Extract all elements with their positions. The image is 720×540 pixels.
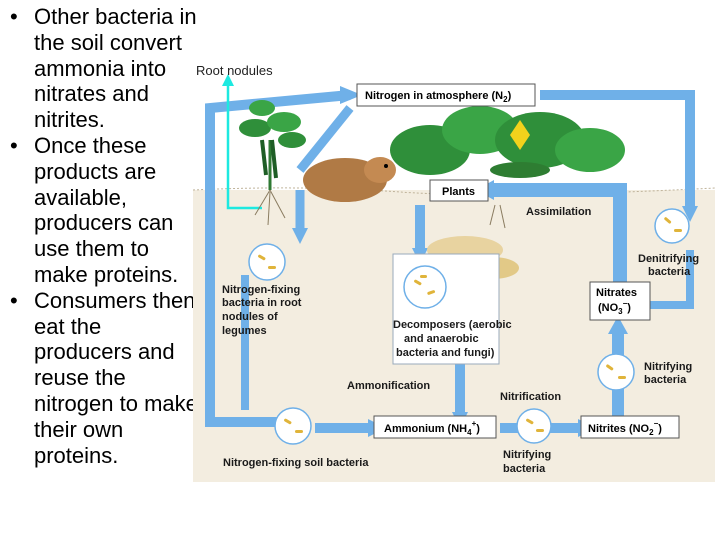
- nodule-bacteria-icon: [248, 243, 286, 281]
- nitrifying-lower-label-2: bacteria: [503, 463, 546, 475]
- soil-bacteria-icon: [274, 407, 312, 445]
- ammonium-label: Ammonium (NH: [384, 423, 467, 435]
- atmosphere-label: Nitrogen in atmosphere (N: [365, 90, 503, 102]
- denitrifying-label-2: bacteria: [648, 266, 691, 278]
- denitrifying-bacteria-icon: [654, 208, 690, 244]
- bullet-item: • Consumers then eat the producers and re…: [8, 288, 198, 469]
- nitrites-sup: −: [654, 419, 659, 428]
- atmosphere-end: ): [508, 90, 512, 102]
- bullet-item: • Other bacteria in the soil convert ammo…: [8, 4, 198, 133]
- svg-text:Nitrogen in atmosphere (N2): Nitrogen in atmosphere (N2): [365, 90, 512, 104]
- nfix-soil-label: Nitrogen-fixing soil bacteria: [223, 457, 369, 469]
- plants-box: [429, 179, 489, 202]
- plants-label: Plants: [442, 186, 475, 198]
- legume-plant-illustration: [239, 100, 306, 226]
- nitrates-sup: −: [623, 299, 628, 308]
- nitrites-label: Nitrites (NO: [588, 423, 650, 435]
- atmosphere-box: [356, 83, 536, 107]
- gopher-illustration: [303, 157, 396, 202]
- bullet-text: Consumers then eat the producers and reu…: [34, 287, 198, 468]
- nitrates-box: [589, 281, 651, 321]
- bullet-text: Once these products are available, produ…: [34, 132, 179, 287]
- nfix-root-label-2: bacteria in root: [222, 297, 302, 309]
- svg-text:(NO3−): (NO3−): [598, 299, 631, 316]
- nitrifying-label-1: Nitrifying: [644, 361, 692, 373]
- nitrogen-cycle-diagram: Nitrogen in atmosphere (N2) Plants Nitra…: [192, 63, 716, 482]
- highlight-arrow: [226, 82, 262, 210]
- root-nodules-label: Root nodules: [196, 63, 273, 78]
- decomposers-label-1: Decomposers (aerobic: [393, 319, 512, 331]
- denitrifying-label-1: Denitrifying: [638, 253, 699, 265]
- nitrifying-bacteria-icon: [597, 353, 635, 391]
- nitrates-label: Nitrates: [596, 287, 637, 299]
- nitrites-sub: 2: [649, 428, 654, 437]
- bullet-list: • Other bacteria in the soil convert ammo…: [8, 4, 198, 468]
- squash-plant-illustration: [390, 106, 625, 229]
- decomposer-bacteria-icon: [403, 265, 447, 309]
- nitrates-formula: (NO: [598, 302, 619, 314]
- nitrates-end: ): [627, 302, 631, 314]
- nfix-root-label-1: Nitrogen-fixing: [222, 284, 300, 296]
- decomposers-label-2: and anaerobic: [404, 333, 479, 345]
- nfix-root-label-3: nodules of: [222, 311, 278, 323]
- atmosphere-sub: 2: [503, 95, 508, 104]
- bullet-text: Other bacteria in the soil convert ammon…: [34, 4, 197, 133]
- svg-text:Ammonium (NH4+): Ammonium (NH4+): [384, 419, 480, 437]
- bullet-dot: •: [10, 4, 18, 29]
- nitrification-label: Nitrification: [500, 391, 561, 403]
- ammonium-sub: 4: [467, 428, 472, 437]
- ammonium-sup: +: [472, 419, 477, 428]
- nitrifying-bacteria-lower-icon: [516, 408, 552, 444]
- highlight-arrow-head: [222, 74, 234, 86]
- bullet-dot: •: [10, 287, 18, 313]
- nitrifying-label-2: bacteria: [644, 374, 687, 386]
- nitrites-end: ): [658, 423, 662, 435]
- ammonium-box: [373, 415, 497, 439]
- assimilation-label: Assimilation: [526, 206, 592, 218]
- ammonification-label: Ammonification: [347, 380, 430, 392]
- nfix-root-label-4: legumes: [222, 325, 267, 337]
- nitrites-box: [580, 415, 680, 439]
- bullet-dot: •: [10, 132, 18, 158]
- svg-text:Nitrites (NO2−): Nitrites (NO2−): [588, 419, 662, 437]
- nitrifying-lower-label-1: Nitrifying: [503, 449, 551, 461]
- decomposers-label-3: bacteria and fungi): [396, 347, 495, 359]
- nitrates-sub: 3: [618, 307, 623, 316]
- ammonium-end: ): [476, 423, 480, 435]
- bullet-item: • Once these products are available, prod…: [8, 133, 198, 288]
